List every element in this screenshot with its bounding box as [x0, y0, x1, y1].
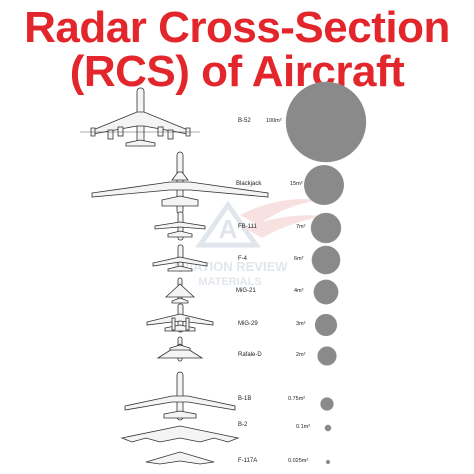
- title-line-2: (RCS) of Aircraft: [69, 47, 405, 96]
- b52-drawing: [80, 87, 200, 147]
- aircraft-name: B-2: [238, 422, 248, 428]
- aircraft-name: F-117A: [238, 458, 257, 464]
- row-rafale: Rafale-D 2m²: [238, 346, 337, 366]
- rcs-circle: [313, 279, 339, 305]
- rcs-circle: [285, 81, 367, 163]
- row-mig29: MiG-29 3m²: [238, 313, 338, 337]
- rcs-value: 0.1m²: [296, 424, 310, 430]
- row-f117a: F-117A 0.025m²: [238, 458, 331, 465]
- aircraft-name: FB-111: [238, 224, 257, 230]
- aircraft-name: F-4: [238, 256, 248, 262]
- row-mig21: MiG-21 4m²: [236, 279, 339, 305]
- row-b2: B-2 0.1m²: [238, 422, 332, 432]
- rcs-value: 7m²: [296, 224, 306, 230]
- rcs-circle: [320, 397, 334, 411]
- rafale-drawing: [156, 336, 204, 362]
- aircraft-name: Blackjack: [236, 181, 262, 187]
- aircraft-name: B-52: [238, 118, 251, 124]
- aircraft-name: MiG-21: [236, 288, 256, 294]
- mig21-drawing: [164, 277, 196, 304]
- f4-drawing: [152, 244, 208, 272]
- row-fb111: FB-111 7m²: [238, 212, 342, 244]
- rcs-circle: [325, 459, 331, 465]
- rcs-value: 4m²: [294, 288, 304, 294]
- row-f4: F-4 6m²: [238, 245, 341, 275]
- watermark-logo-letter: A: [219, 214, 238, 244]
- rcs-circle: [317, 346, 337, 366]
- rcs-value: 100m²: [266, 118, 282, 124]
- watermark-line-2: MATERIALS: [198, 276, 261, 288]
- rcs-circle: [324, 424, 332, 432]
- aircraft-name: B-1B: [238, 396, 251, 402]
- rcs-value: 15m²: [290, 181, 303, 187]
- aircraft-name: MiG-29: [238, 321, 258, 327]
- rcs-circle: [310, 212, 342, 244]
- mig29-drawing: [146, 303, 214, 333]
- row-b52: B-52 100m²: [238, 81, 367, 163]
- b2-drawing: [120, 425, 240, 443]
- rcs-circle: [314, 313, 338, 337]
- rcs-circle: [303, 164, 345, 206]
- title-line-1: Radar Cross-Section: [24, 3, 450, 52]
- row-b1b: B-1B 0.75m²: [238, 396, 334, 411]
- f117a-drawing: [145, 451, 215, 465]
- rcs-value: 3m²: [296, 321, 306, 327]
- rcs-value: 6m²: [294, 256, 304, 262]
- rcs-value: 0.025m²: [288, 458, 308, 464]
- fb111-drawing: [154, 211, 206, 241]
- row-blackjack: Blackjack 15m²: [236, 164, 345, 206]
- rcs-circle: [311, 245, 341, 275]
- rcs-value: 2m²: [296, 352, 306, 358]
- blackjack-drawing: [91, 151, 269, 215]
- b1b-drawing: [124, 371, 236, 421]
- aircraft-name: Rafale-D: [238, 352, 262, 358]
- watermark-logo: A AVIATION REVIEW MATERIALS: [172, 199, 325, 288]
- rcs-value: 0.75m²: [288, 396, 305, 402]
